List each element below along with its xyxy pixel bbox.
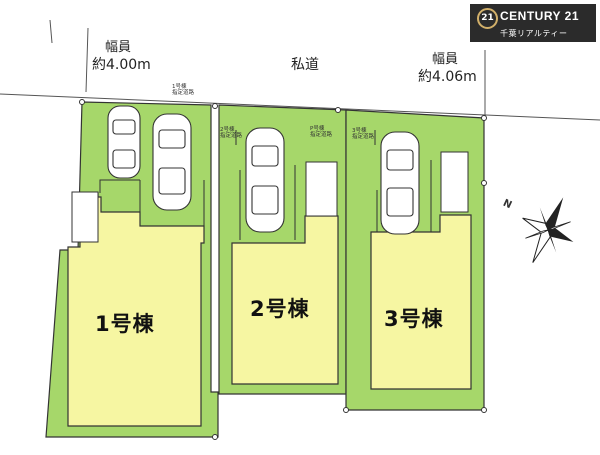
house-3-label: 3号棟 [384,307,444,331]
car-1b [152,113,192,211]
car-2 [245,127,285,233]
building-1 [67,192,205,427]
parking-lines [99,130,432,240]
tag-3: 3号棟 指定道路 [352,128,375,140]
logo-subtitle: 千葉リアルティー [500,29,568,38]
storage-boxes [71,151,469,243]
century21-logo: 21 CENTURY 21 千葉リアルティー [470,4,596,42]
century21-mark-icon: 21 [477,8,498,29]
cars [107,105,420,235]
house-1-label: 1号棟 [95,312,155,336]
tag-p: P号棟 指定道路 [310,126,333,138]
left-road-width-value: 約4.00m [92,57,151,73]
right-road-width-value: 約4.06m [418,69,477,85]
house-2-label: 2号棟 [250,297,310,321]
car-1a [107,105,141,179]
car-3 [380,131,420,235]
building-footprints [67,192,472,427]
tag-2: 2号棟 指定道路 [220,127,243,139]
right-road-width-label: 幅員 [432,52,459,67]
road-lines [0,19,600,121]
logo-brand: CENTURY 21 [500,9,580,23]
tag-1: 1号棟 指定道路 [172,84,195,96]
building-2 [231,215,339,385]
left-road-width-label: 幅員 [105,40,132,55]
private-road-label: 私道 [291,57,319,73]
compass-icon [522,197,574,263]
boundary-markers [79,99,487,440]
building-3 [370,214,472,390]
